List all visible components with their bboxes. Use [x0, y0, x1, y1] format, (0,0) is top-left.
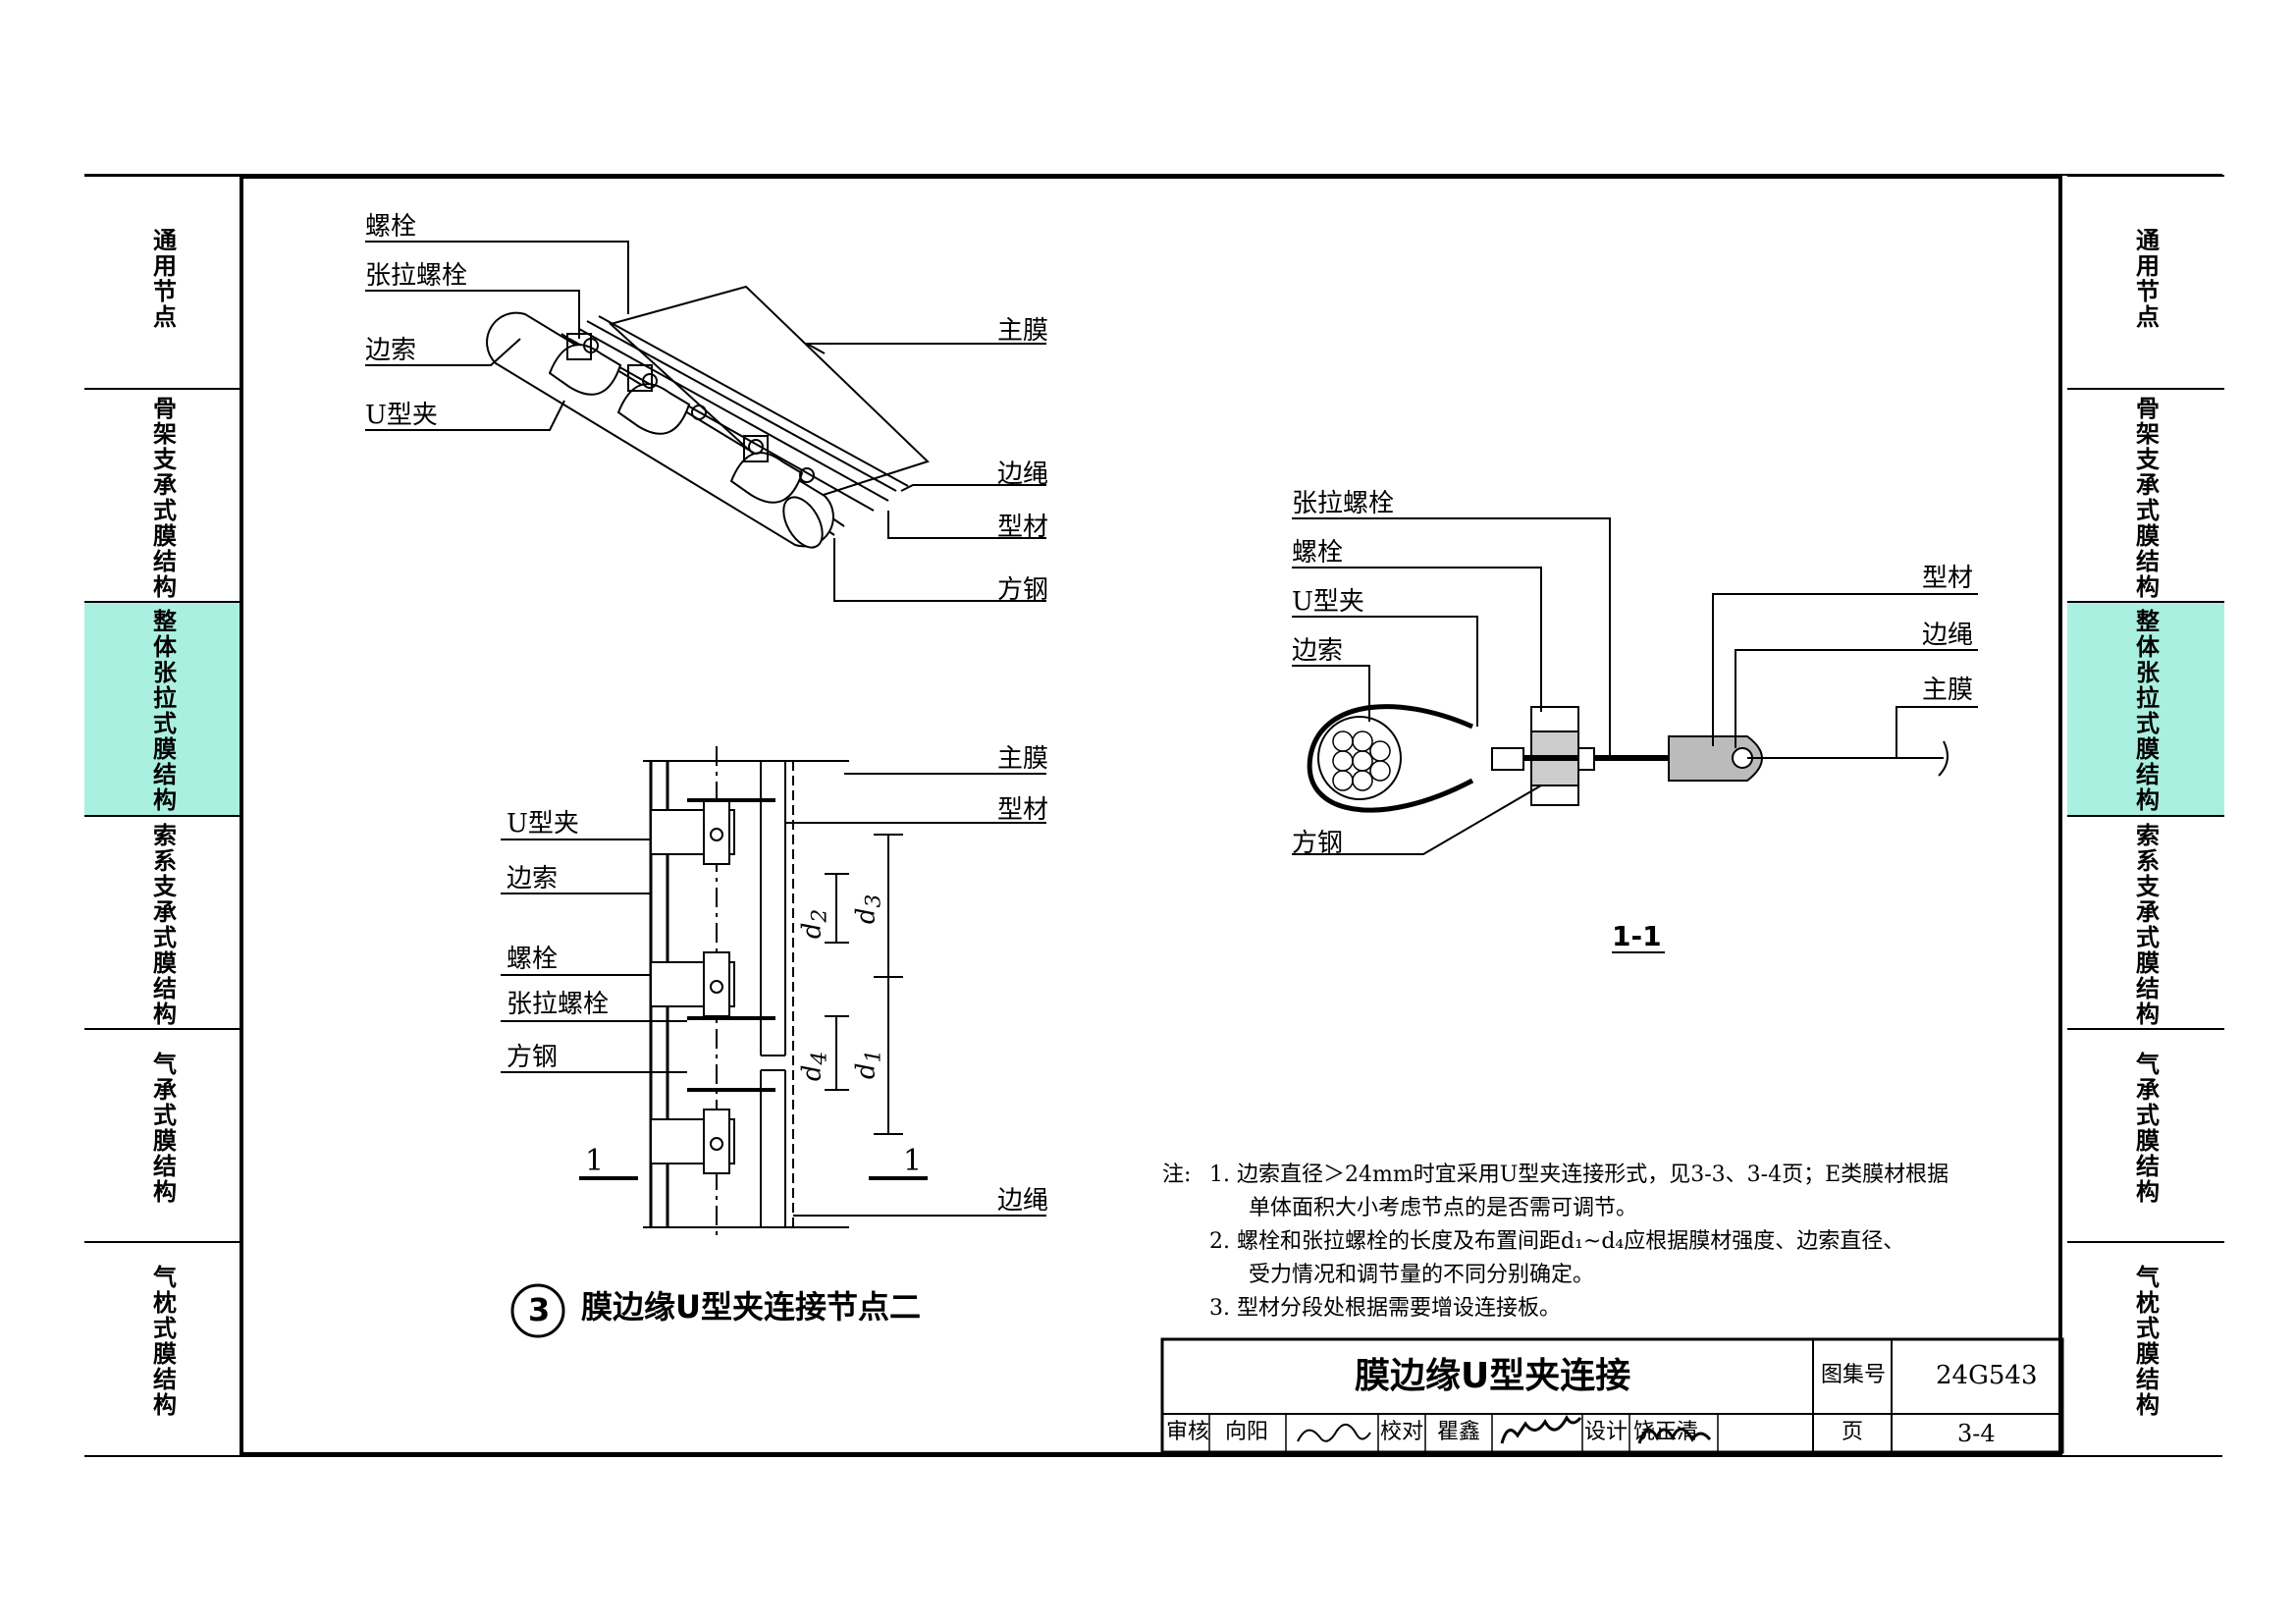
iso-label-bolt: 螺栓: [365, 212, 417, 242]
tab-cable-supported-right[interactable]: 索系支承式膜结构: [2067, 815, 2224, 1030]
section-profile-shape: [1668, 735, 1763, 782]
iso-label-tension-bolt: 张拉螺栓: [365, 261, 468, 291]
section-title: 1-1: [1612, 920, 1662, 952]
checker-name: 瞿鑫: [1437, 1420, 1481, 1444]
tab-general-nodes-right[interactable]: 通用节点: [2067, 175, 2224, 390]
plan-cut-mark-left: 1: [585, 1144, 605, 1178]
iso-label-edge-cable: 边索: [365, 336, 417, 365]
check-label: 校对: [1380, 1420, 1424, 1444]
section-label-bolt: 螺栓: [1292, 538, 1344, 568]
note-1a: 1. 边索直径＞24mm时宜采用U型夹连接形式，见3-3、3-4页；E类膜材根据: [1209, 1163, 1949, 1187]
section-u-clamp-shape: [1307, 704, 1474, 813]
reviewer-name: 向阳: [1225, 1420, 1269, 1444]
designer-signature: [1637, 1428, 1712, 1444]
plan-label-edge-rope: 边绳: [997, 1186, 1049, 1216]
plan-label-main-membrane: 主膜: [997, 744, 1049, 774]
tab-general-nodes[interactable]: 通用节点: [84, 175, 241, 390]
reviewer-signature: [1297, 1424, 1371, 1442]
detail-number: 3: [528, 1291, 551, 1328]
section-label-profile: 型材: [1922, 564, 1974, 593]
iso-label-square-steel: 方钢: [997, 575, 1049, 605]
section-edge-cable-shape: [1317, 716, 1402, 800]
plan-label-square-steel: 方钢: [507, 1043, 559, 1072]
section-label-edge-rope: 边绳: [1922, 621, 1974, 650]
main-membrane-shape: [608, 285, 930, 503]
page-label: 页: [1842, 1420, 1864, 1444]
note-3: 3. 型材分段处根据需要增设连接板。: [1209, 1296, 1561, 1321]
note-2b: 受力情况和调节量的不同分别确定。: [1249, 1263, 1595, 1287]
drawing-title: 膜边缘U型夹连接: [1355, 1356, 1631, 1396]
atlas-number: 24G543: [1936, 1361, 2038, 1390]
iso-label-main-membrane: 主膜: [997, 316, 1049, 346]
section-label-u-clamp: U型夹: [1292, 587, 1364, 617]
detail-title: 膜边缘U型夹连接节点二: [581, 1288, 921, 1326]
plan-label-edge-cable: 边索: [507, 864, 559, 893]
note-1b: 单体面积大小考虑节点的是否需可调节。: [1249, 1196, 1638, 1220]
checker-signature: [1500, 1414, 1582, 1444]
plan-label-profile: 型材: [997, 795, 1049, 825]
designer-name: 饶正清: [1633, 1420, 1699, 1444]
drawing-frame: [240, 175, 2062, 1456]
review-label: 审核: [1166, 1420, 1210, 1444]
atlas-label: 图集号: [1821, 1363, 1887, 1387]
tab-air-cushion[interactable]: 气枕式膜结构: [84, 1241, 241, 1458]
tab-air-cushion-right[interactable]: 气枕式膜结构: [2067, 1241, 2224, 1458]
tab-frame-supported-right[interactable]: 骨架支承式膜结构: [2067, 388, 2224, 603]
section-label-main-membrane: 主膜: [1922, 676, 1974, 705]
tab-tensioned-active-right[interactable]: 整体张拉式膜结构: [2067, 601, 2224, 817]
plan-label-u-clamp: U型夹: [507, 809, 579, 839]
section-label-tension-bolt: 张拉螺栓: [1292, 489, 1395, 518]
note-2a: 2. 螺栓和张拉螺栓的长度及布置间距d₁~d₄应根据膜材强度、边索直径、: [1209, 1229, 1905, 1254]
tab-cable-supported[interactable]: 索系支承式膜结构: [84, 815, 241, 1030]
tab-air-supported-right[interactable]: 气承式膜结构: [2067, 1028, 2224, 1243]
tab-tensioned-active[interactable]: 整体张拉式膜结构: [84, 601, 241, 817]
page-number: 3-4: [1957, 1420, 1996, 1447]
design-label: 设计: [1584, 1420, 1629, 1444]
iso-label-profile: 型材: [997, 513, 1049, 542]
plan-cut-mark-right: 1: [903, 1144, 923, 1178]
plan-label-tension-bolt: 张拉螺栓: [507, 990, 610, 1019]
detail-number-circle: [510, 1283, 565, 1338]
notes-prefix: 注:: [1162, 1163, 1192, 1187]
plan-label-bolt: 螺栓: [507, 945, 559, 974]
tab-frame-supported[interactable]: 骨架支承式膜结构: [84, 388, 241, 603]
iso-label-u-clamp: U型夹: [365, 401, 438, 430]
iso-label-edge-rope: 边绳: [997, 460, 1049, 489]
section-label-square-steel: 方钢: [1292, 829, 1344, 858]
tab-air-supported[interactable]: 气承式膜结构: [84, 1028, 241, 1243]
section-label-edge-cable: 边索: [1292, 636, 1344, 666]
